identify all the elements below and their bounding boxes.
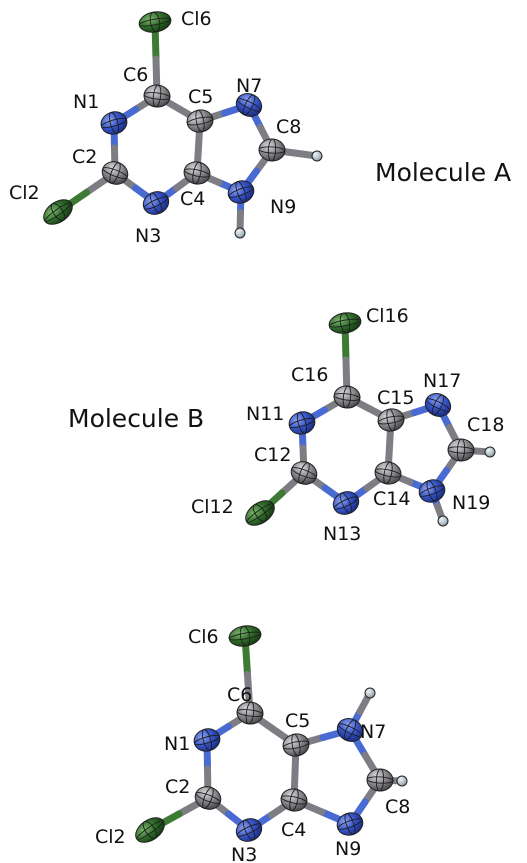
atom-H8 [396, 775, 408, 787]
atom-label-C4: C4 [180, 188, 205, 210]
atom-label-Cl2: Cl2 [9, 182, 40, 204]
atom-H8 [311, 150, 323, 162]
atom-C14 [374, 461, 402, 485]
atom-C16 [333, 385, 361, 409]
atom-label-C2: C2 [72, 146, 97, 168]
atom-Cl16 [328, 312, 362, 334]
atom-label-Cl2: Cl2 [95, 826, 126, 848]
atom-H19 [437, 515, 449, 527]
atom-H18 [484, 446, 496, 458]
atom-label-Cl12: Cl12 [191, 496, 234, 518]
atom-label-N19: N19 [452, 492, 490, 514]
atom-N3 [235, 818, 263, 842]
atom-label-C4: C4 [281, 819, 306, 841]
atom-label-C8: C8 [385, 796, 410, 818]
atom-label-N1: N1 [73, 91, 99, 113]
atom-N9 [227, 180, 255, 204]
atom-label-Cl6: Cl6 [188, 626, 219, 648]
atom-C12 [290, 461, 318, 485]
atom-Cl6 [228, 625, 262, 647]
atom-C2 [194, 786, 222, 810]
atom-Cl2 [43, 199, 73, 225]
atom-C2 [101, 161, 129, 185]
atom-N11 [288, 411, 316, 435]
atom-C5 [186, 109, 214, 133]
atom-label-N3: N3 [135, 225, 161, 247]
atom-label-N17: N17 [423, 370, 461, 392]
atom-C6 [236, 701, 264, 725]
atom-label-C15: C15 [377, 387, 414, 409]
atom-N1 [100, 111, 128, 135]
atom-label-C5: C5 [188, 86, 213, 108]
atom-label-N11: N11 [246, 403, 284, 425]
atom-label-C6: C6 [123, 64, 148, 86]
atom-label-C16: C16 [291, 364, 328, 386]
atom-N13 [332, 491, 360, 515]
molecule-b-title: Molecule B [68, 404, 204, 433]
atom-Cl6 [138, 11, 172, 33]
atom-label-Cl16: Cl16 [366, 305, 409, 327]
atom-H9 [234, 227, 246, 239]
atom-C4 [280, 788, 308, 812]
atom-label-C18: C18 [467, 414, 504, 436]
atom-label-C12: C12 [254, 444, 291, 466]
atom-label-C6: C6 [227, 684, 252, 706]
atom-C6 [143, 84, 171, 108]
atom-N17 [424, 393, 452, 417]
atom-label-Cl6: Cl6 [181, 8, 212, 30]
atom-C5 [282, 733, 310, 757]
atom-label-N1: N1 [164, 733, 190, 755]
atom-Cl2 [135, 817, 165, 843]
atom-label-N7: N7 [360, 721, 386, 743]
atom-label-N13: N13 [323, 523, 361, 545]
atom-C15 [377, 408, 405, 432]
atom-Cl12 [245, 500, 275, 526]
atom-N9 [336, 812, 364, 836]
atom-N3 [142, 191, 170, 215]
atom-C4 [183, 161, 211, 185]
atom-label-N9: N9 [335, 838, 361, 860]
atom-N19 [418, 479, 446, 503]
atom-N7 [336, 718, 364, 742]
atom-N7 [235, 93, 263, 117]
atom-H7 [364, 687, 376, 699]
atom-label-C14: C14 [373, 488, 410, 510]
atom-label-C2: C2 [165, 776, 190, 798]
atom-N1 [193, 728, 221, 752]
molecule-a-title: Molecule A [375, 158, 511, 187]
atom-label-C8: C8 [276, 116, 301, 138]
atom-C8 [258, 138, 286, 162]
atom-label-N9: N9 [270, 196, 296, 218]
atom-C8 [366, 768, 394, 792]
atom-C18 [447, 438, 475, 462]
atom-label-C5: C5 [285, 710, 310, 732]
atom-label-N7: N7 [236, 75, 262, 97]
atom-label-N3: N3 [231, 844, 257, 863]
